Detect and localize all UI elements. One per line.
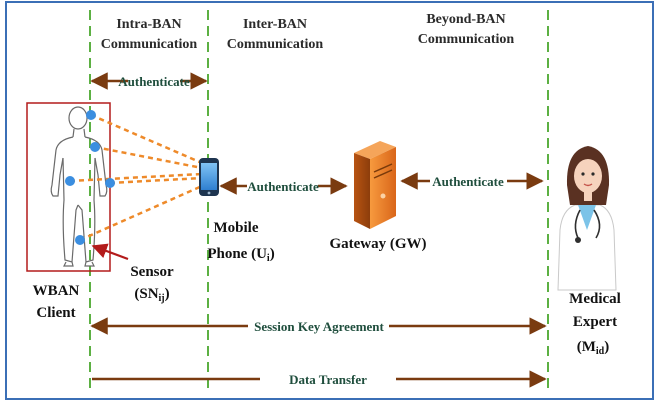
mobile-label-line1: Mobile xyxy=(214,220,259,236)
mobile-phone-icon xyxy=(199,158,219,196)
expert-label-line3: (Mid) xyxy=(577,339,610,357)
zone-inter-subtitle: Communication xyxy=(227,37,324,52)
session-key-label: Session Key Agreement xyxy=(254,319,384,334)
sensor-label-line2: (SNij) xyxy=(134,286,169,304)
sensor-chest-icon xyxy=(90,142,100,152)
gateway-server-icon xyxy=(354,141,396,229)
data-transfer-label: Data Transfer xyxy=(289,372,367,387)
medical-expert-icon xyxy=(557,146,617,291)
gateway-label: Gateway (GW) xyxy=(329,236,426,252)
expert-label-line1: Medical xyxy=(569,291,621,307)
sensor-head-icon xyxy=(86,110,96,120)
diagram-frame xyxy=(5,1,654,400)
sensor-wrist-icon xyxy=(105,178,115,188)
zone-inter-title: Inter-BAN xyxy=(243,17,307,32)
mobile-label-line2: Phone (Ui) xyxy=(207,246,274,264)
sensor-nodes xyxy=(65,110,115,245)
expert-label-line2: Expert xyxy=(573,314,617,330)
auth-phone-gw-label: Authenticate xyxy=(247,179,319,194)
sensor-hand-icon xyxy=(65,176,75,186)
sensor-label-line1: Sensor xyxy=(130,264,174,280)
auth-intra-label: Authenticate xyxy=(118,74,190,89)
zone-beyond-subtitle: Communication xyxy=(418,32,515,47)
human-body-icon xyxy=(50,106,108,267)
auth-gw-expert-label: Authenticate xyxy=(432,174,504,189)
client-label-line1: WBAN xyxy=(33,283,80,299)
zone-intra-subtitle: Communication xyxy=(101,37,198,52)
zone-beyond-title: Beyond-BAN xyxy=(426,12,505,27)
client-label-line2: Client xyxy=(36,305,75,321)
sensor-pointer-arrow xyxy=(91,243,129,261)
sensor-leg-icon xyxy=(75,235,85,245)
wban-client-box xyxy=(26,102,111,272)
sensor-links xyxy=(69,113,203,242)
zone-intra-title: Intra-BAN xyxy=(116,17,181,32)
